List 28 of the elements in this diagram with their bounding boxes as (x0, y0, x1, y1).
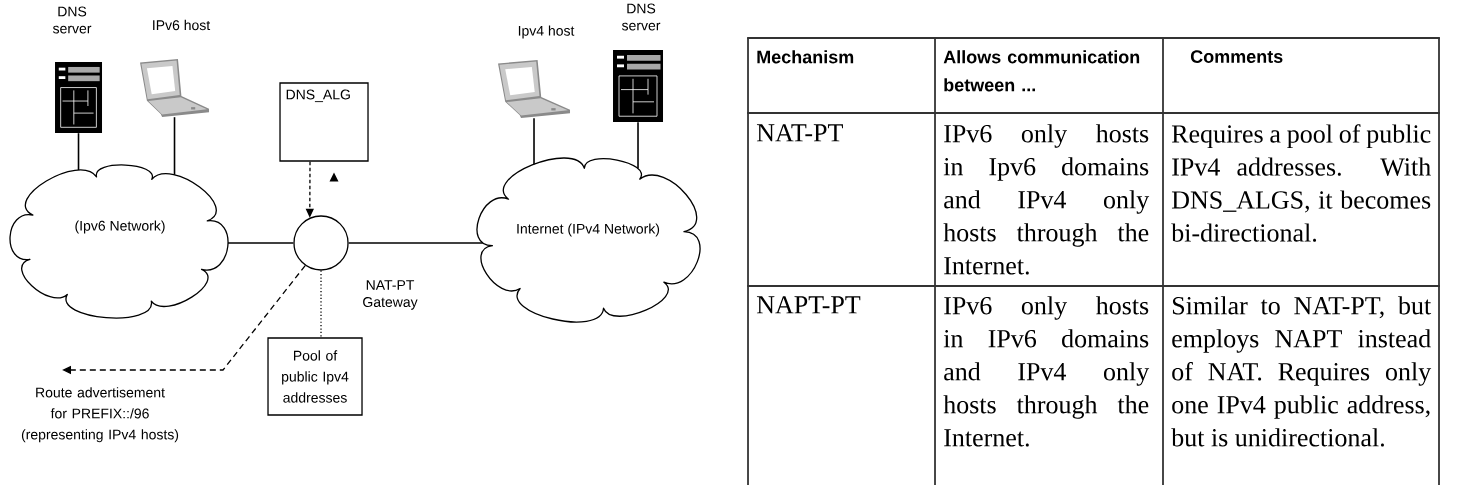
table-text: IPv6 only hosts in IPv6 domains and IPv4 only hosts through the Internet. (943, 296, 1150, 447)
connector-line (173, 116, 176, 176)
dashed-arrow (62, 265, 306, 375)
table-text: IPv6 only hosts in Ipv6 domains and IPv4 only hosts through the Internet. (943, 124, 1150, 275)
network-cloud: (Ipv6 Network) (9, 164, 229, 319)
connector-line (347, 242, 484, 244)
gateway-label: NAT-PT Gateway (363, 280, 418, 310)
process-box: DNS_ALG (279, 82, 369, 162)
edge-label: Route advertisement for PREFIX::/96 (representing IPv4 hosts) (19, 386, 181, 444)
dotted-line (320, 270, 322, 338)
table-text: NAPT-PT (756, 296, 861, 314)
network-cloud: Internet (IPv4 Network) (476, 157, 701, 323)
table-text: Requires a pool of public IPv4 addresses. With DNS_ALGS, it becomes bi-directional. (1171, 124, 1431, 242)
process-box: Pool of public Ipv4 addresses (267, 337, 363, 416)
connector-line (533, 117, 535, 166)
connector-line (227, 242, 295, 244)
column-header: Mechanism (757, 50, 854, 64)
gateway-circle (293, 215, 349, 271)
column-header: Allows communication between ... (943, 50, 1140, 92)
column-header: Comments (1190, 50, 1283, 63)
connector-line (637, 121, 639, 170)
server-label: DNS server (621, 3, 661, 31)
connector-line (77, 132, 80, 171)
table-text: Similar to NAT-PT, but employs NAPT instead of NAT. Requires only one IPv4 public address, but is unidirectional. (1171, 296, 1432, 447)
host-label: Ipv4 host (518, 25, 575, 39)
host-label: IPv6 host (153, 19, 211, 31)
table-text: NAT-PT (756, 124, 843, 142)
server-label: DNS server (52, 6, 92, 34)
